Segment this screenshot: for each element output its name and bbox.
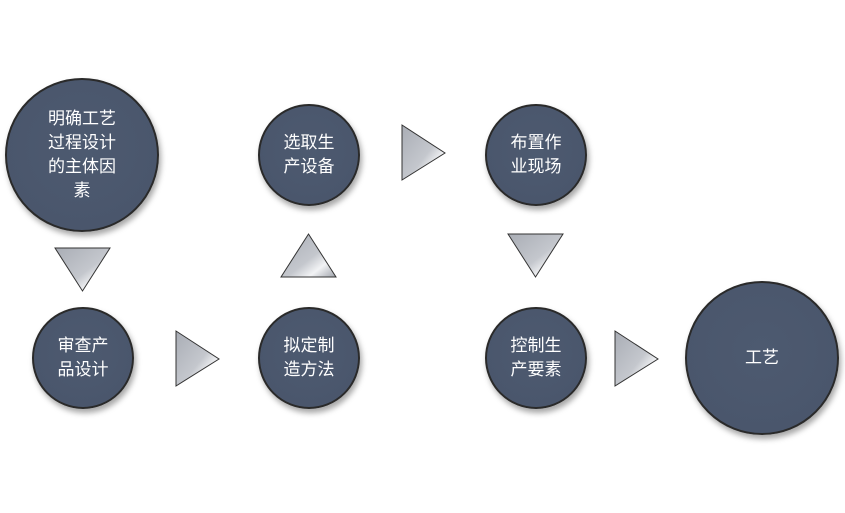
node-arrange-site: 布置作业现场 [485, 104, 587, 206]
node-text: 明确工艺 [48, 109, 116, 129]
node-text: 选取生 [283, 133, 335, 153]
arrow-right-icon [175, 330, 220, 387]
node-text: 产设备 [283, 157, 335, 177]
node-manufacturing-method: 拟定制造方法 [258, 307, 360, 409]
node-text: 审查产 [57, 336, 109, 356]
node-text: 造方法 [283, 360, 335, 380]
node-review-design: 审查产品设计 [32, 307, 134, 409]
node-text: 业现场 [510, 157, 562, 177]
node-control-factors: 控制生产要素 [485, 307, 587, 409]
node-text: 控制生 [510, 336, 562, 356]
arrow-down-icon [507, 233, 564, 278]
node-text: 的主体因 [48, 157, 116, 177]
node-text: 素 [73, 181, 91, 201]
arrow-down-icon [54, 247, 111, 292]
node-text: 布置作 [510, 133, 562, 153]
node-text: 品设计 [57, 360, 109, 380]
node-text: 过程设计 [48, 133, 116, 153]
node-text: 工艺 [745, 348, 779, 368]
node-text: 拟定制 [283, 336, 335, 356]
arrow-right-icon [614, 330, 659, 387]
node-select-equipment: 选取生产设备 [258, 104, 360, 206]
node-define-main-factors: 明确工艺过程设计的主体因素 [5, 78, 159, 232]
arrow-up-icon [280, 233, 337, 278]
node-process: 工艺 [685, 281, 839, 435]
arrow-right-icon [401, 124, 446, 181]
node-text: 产要素 [510, 360, 562, 380]
